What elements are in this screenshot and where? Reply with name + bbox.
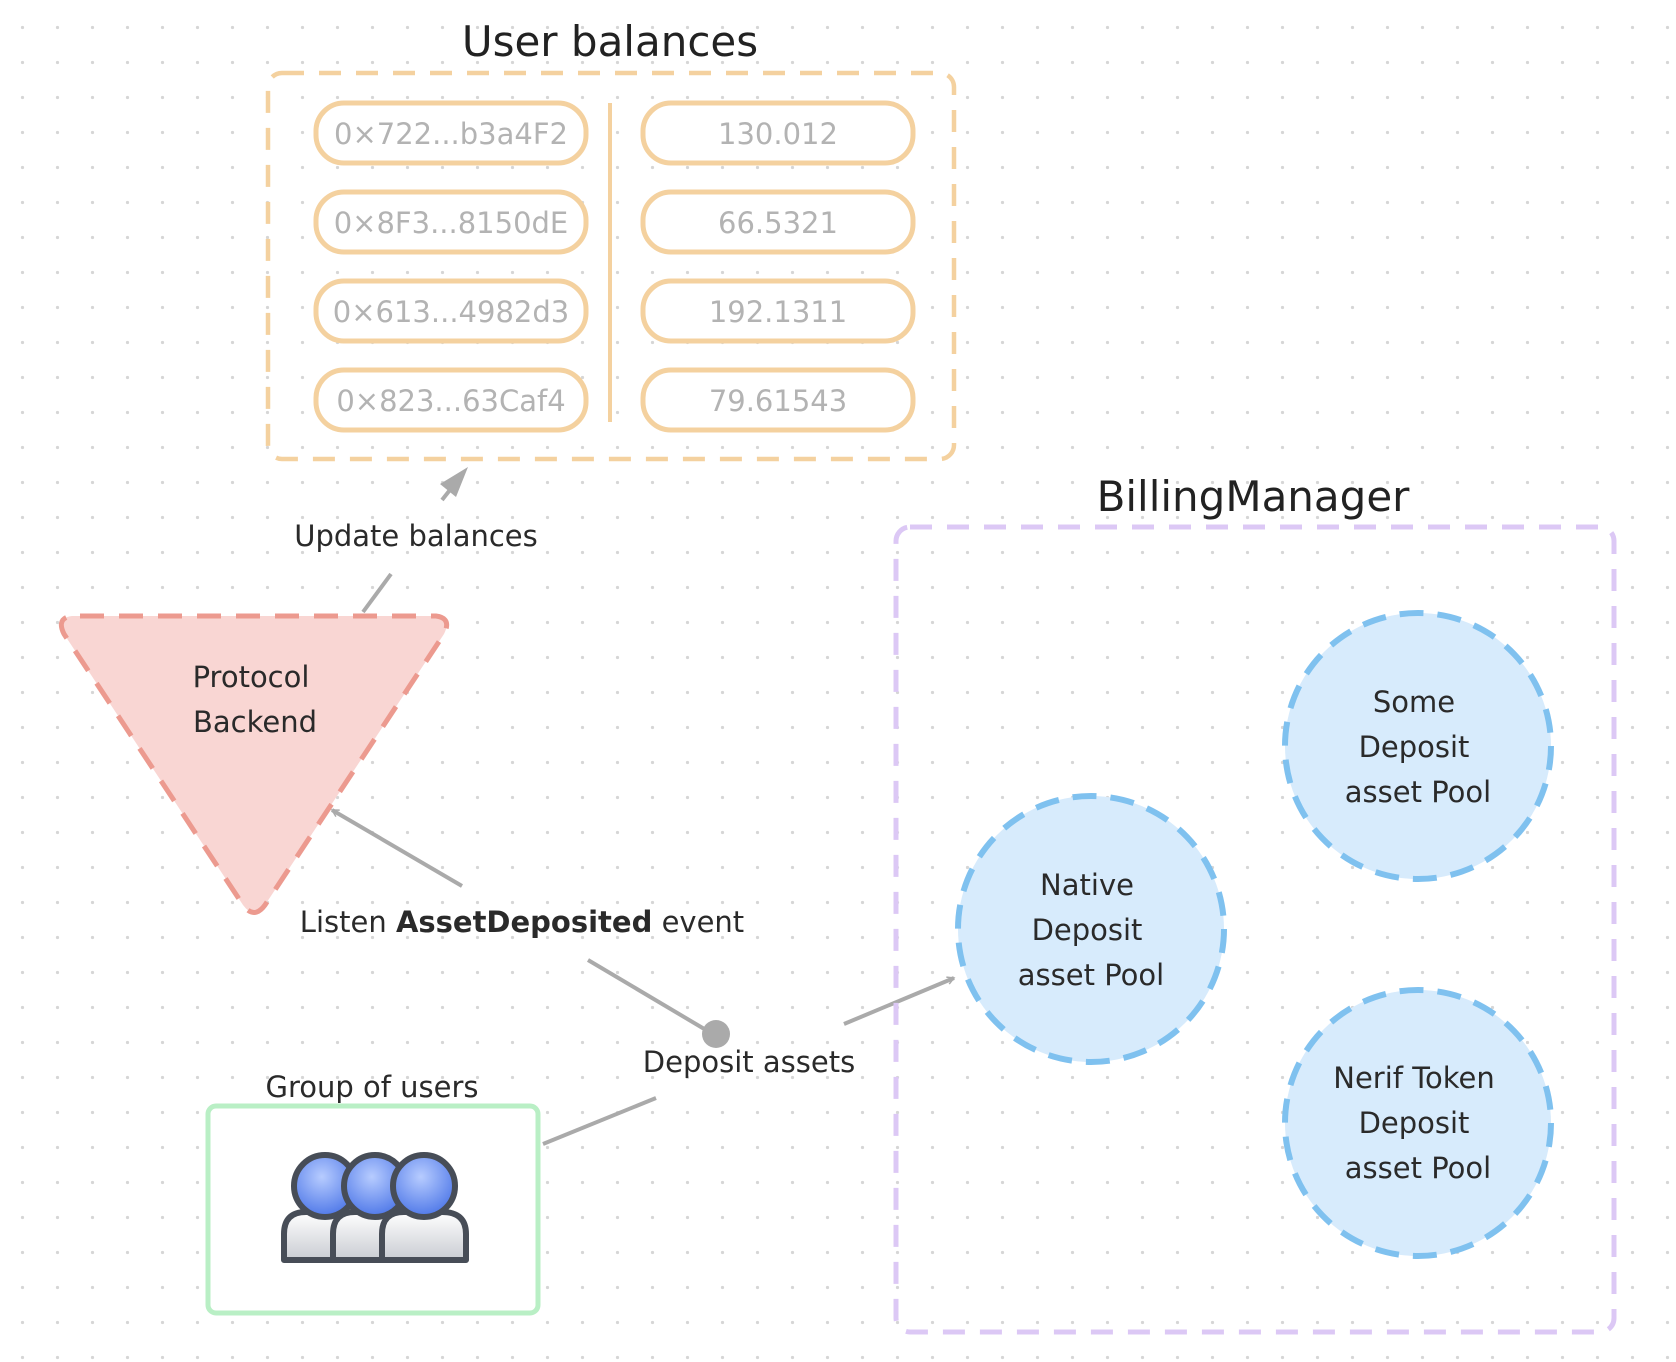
- balance-cell: [640, 100, 916, 166]
- group-of-users-node[interactable]: Group of users: [205, 1070, 541, 1316]
- update-balances-edge: Update balances: [294, 467, 538, 614]
- update-balances-line: [361, 572, 393, 614]
- listen-event-label: Listen AssetDeposited event: [300, 905, 744, 939]
- billing-manager-group: BillingManager Native Deposit asset Pool…: [893, 472, 1617, 1335]
- balance-cell: [640, 278, 916, 344]
- address-cell: [313, 100, 589, 166]
- address-cell: [313, 367, 589, 433]
- listen-event-name: AssetDeposited: [396, 905, 652, 939]
- balance-row: 0×613...4982d3 192.1311: [313, 278, 916, 344]
- pool-label-line3: asset Pool: [1345, 775, 1491, 809]
- billing-manager-container: [893, 524, 1617, 1335]
- balance-row: 0×8F3...8150dE 66.5321: [313, 189, 916, 255]
- balance-row: 0×823...63Caf4 79.61543: [313, 367, 916, 433]
- balance-text: 192.1311: [709, 295, 847, 329]
- pool-circle: [1282, 610, 1554, 882]
- balance-cell: [640, 367, 916, 433]
- protocol-backend-triangle: [58, 613, 450, 915]
- pool-label-line1: Some: [1373, 685, 1455, 719]
- user-figure-icon: [379, 1152, 469, 1263]
- user-balances-container: [265, 70, 957, 462]
- pool-label-line2: Deposit: [1359, 730, 1470, 764]
- pool-circle: [1282, 987, 1554, 1259]
- deposit-arrow-line: [843, 976, 954, 1026]
- users-group-icon: [281, 1152, 469, 1263]
- protocol-backend-label-line2: Backend: [193, 705, 317, 739]
- protocol-backend-node[interactable]: Protocol Backend: [58, 613, 450, 915]
- balance-text: 130.012: [718, 117, 838, 151]
- address-text: 0×8F3...8150dE: [334, 206, 569, 240]
- pool-label-line2: Deposit: [1032, 913, 1143, 947]
- update-balances-arrowhead: [440, 467, 468, 497]
- update-balances-label: Update balances: [294, 519, 538, 553]
- balance-cell: [640, 189, 916, 255]
- deposit-assets-edge: Deposit assets: [542, 976, 954, 1146]
- group-of-users-title: Group of users: [265, 1070, 478, 1104]
- billing-manager-title: BillingManager: [1097, 472, 1411, 521]
- balance-text: 79.61543: [709, 384, 847, 418]
- balance-text: 66.5321: [718, 206, 838, 240]
- user-balances-title: User balances: [462, 17, 758, 66]
- event-emit-dot: [702, 1020, 730, 1048]
- pool-label-line3: asset Pool: [1345, 1151, 1491, 1185]
- address-cell: [313, 278, 589, 344]
- listen-event-line-lower: [586, 958, 708, 1032]
- listen-event-arrow-line: [332, 808, 464, 888]
- address-cell: [313, 189, 589, 255]
- pool-label-line1: Nerif Token: [1333, 1061, 1494, 1095]
- pool-label-line1: Native: [1040, 868, 1134, 902]
- pool-nerif-token[interactable]: Nerif Token Deposit asset Pool: [1282, 987, 1554, 1259]
- protocol-backend-label-line1: Protocol: [193, 660, 310, 694]
- pool-some[interactable]: Some Deposit asset Pool: [1282, 610, 1554, 882]
- user-balances-group: User balances 0×722...b3a4F2 130.012 0×8…: [265, 17, 957, 462]
- pool-circle: [955, 793, 1227, 1065]
- address-text: 0×823...63Caf4: [336, 384, 565, 418]
- pool-label-line3: asset Pool: [1018, 958, 1164, 992]
- listen-event-edge: Listen AssetDeposited event: [300, 808, 744, 1048]
- listen-suffix: event: [652, 905, 744, 939]
- deposit-line-from-users: [542, 1096, 657, 1146]
- balance-row: 0×722...b3a4F2 130.012: [313, 100, 916, 166]
- address-text: 0×613...4982d3: [333, 295, 569, 329]
- pool-native[interactable]: Native Deposit asset Pool: [955, 793, 1227, 1065]
- address-text: 0×722...b3a4F2: [334, 117, 568, 151]
- pool-label-line2: Deposit: [1359, 1106, 1470, 1140]
- listen-prefix: Listen: [300, 905, 396, 939]
- deposit-assets-label: Deposit assets: [643, 1045, 855, 1079]
